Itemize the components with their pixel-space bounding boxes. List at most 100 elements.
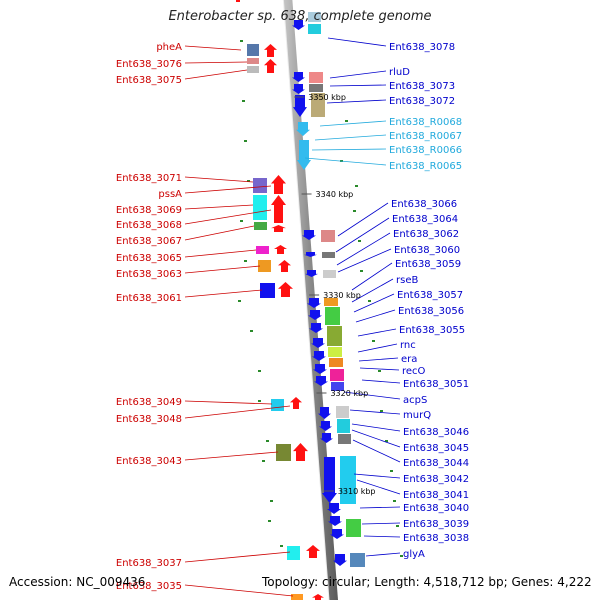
label-connector (351, 429, 401, 448)
gene-arrow-forward (333, 554, 347, 566)
gc-tick (393, 500, 396, 502)
gene-feature (254, 222, 267, 230)
label-connector (184, 265, 261, 274)
label-connector (184, 451, 279, 461)
label-connector (184, 551, 291, 563)
gene-arrow-reverse (271, 225, 286, 232)
gc-tick (378, 370, 381, 372)
label-connector (329, 70, 387, 79)
gene-label-ent638_3078: Ent638_3078 (389, 42, 455, 53)
backbone-highlight (282, 0, 330, 600)
map-title: Enterobacter sp. 638, complete genome (168, 9, 432, 24)
gene-label-rnc: rnc (400, 340, 416, 351)
label-connector (355, 309, 396, 323)
label-connector (184, 405, 291, 419)
gene-label-ent638_3060: Ent638_3060 (394, 245, 460, 256)
label-connector (353, 473, 401, 479)
label-connector (314, 134, 387, 141)
label-connector (349, 409, 401, 415)
label-connector (356, 479, 401, 495)
gc-tick (358, 240, 361, 242)
gene-arrow-forward (307, 298, 321, 308)
gene-label-ent638_3046: Ent638_3046 (403, 427, 469, 438)
label-connector (357, 328, 397, 337)
gene-label-ent638_3071: Ent638_3071 (116, 173, 182, 184)
label-connector (329, 84, 387, 87)
label-connector (337, 248, 392, 273)
gene-arrow-forward (330, 529, 344, 539)
gene-feature (323, 270, 336, 278)
gc-tick (353, 210, 356, 212)
gene-label-ent638_3075: Ent638_3075 (116, 75, 182, 86)
gene-feature (247, 58, 259, 64)
gene-arrow-reverse (312, 594, 324, 600)
gene-arrow-forward (311, 338, 325, 348)
gene-label-ent638_3043: Ent638_3043 (116, 456, 182, 467)
label-connector (336, 232, 391, 266)
label-connector (184, 209, 272, 225)
gene-arrow-forward (296, 122, 310, 136)
gene-label-ent638_3041: Ent638_3041 (403, 490, 469, 501)
gene-feature (346, 519, 361, 537)
gene-feature (276, 444, 291, 461)
gc-tick (345, 120, 348, 122)
gene-feature (329, 358, 343, 367)
forward-strand-labels: Ent638_3078rluDEnt638_3073Ent638_3072Ent… (389, 42, 469, 560)
gene-feature (311, 93, 325, 117)
gene-feature (325, 307, 340, 325)
gene-label-ent638_3073: Ent638_3073 (389, 81, 455, 92)
gene-feature (258, 260, 271, 272)
gene-label-ent638_3066: Ent638_3066 (391, 199, 457, 210)
label-connector (337, 202, 389, 237)
gene-arrow-forward (327, 503, 341, 514)
label-connector (361, 522, 401, 525)
gene-feature (331, 382, 344, 391)
gc-skew-ticks (238, 40, 403, 557)
label-connector (353, 293, 395, 313)
gc-tick (247, 180, 250, 182)
accession-text: Accession: NC_009436 (9, 575, 146, 589)
gene-arrow-reverse (293, 443, 308, 461)
label-connector (304, 157, 387, 166)
label-connector (351, 278, 394, 303)
gene-feature (271, 399, 284, 411)
genome-summary: Topology: circular; Length: 4,518,712 bp… (262, 575, 592, 589)
gene-label-ent638_r0066: Ent638_R0066 (389, 145, 462, 156)
gene-label-ent638_3063: Ent638_3063 (116, 269, 182, 280)
gene-arrow-reverse (306, 545, 320, 558)
gene-feature (309, 84, 323, 92)
gene-feature (291, 594, 303, 600)
gene-arrow-reverse (264, 44, 277, 57)
label-connector (184, 400, 273, 405)
gene-feature (328, 347, 342, 357)
gene-label-ent638_3062: Ent638_3062 (393, 229, 459, 240)
gc-tick (258, 370, 261, 372)
label-connector (184, 204, 254, 210)
kbp-label: 3320 kbp (330, 389, 368, 398)
gene-feature (350, 553, 365, 567)
gene-label-ent638_3065: Ent638_3065 (116, 253, 182, 264)
label-connector (184, 249, 257, 258)
label-connector (343, 391, 401, 400)
gene-label-ent638_3061: Ent638_3061 (116, 293, 182, 304)
gene-arrow-reverse (278, 260, 291, 272)
gene-arrow-reverse (290, 397, 302, 409)
gene-arrow-forward (314, 376, 328, 386)
gc-tick (258, 400, 261, 402)
gene-feature (287, 546, 300, 560)
gc-tick (360, 270, 363, 272)
gene-label-ent638_3069: Ent638_3069 (116, 205, 182, 216)
gene-label-rlud: rluD (389, 67, 410, 78)
gene-feature (321, 230, 335, 242)
gc-tick (266, 440, 269, 442)
label-connector (365, 552, 401, 557)
kbp-label: 3330 kbp (323, 291, 361, 300)
gene-feature (336, 406, 349, 418)
gene-label-ent638_3068: Ent638_3068 (116, 220, 182, 231)
label-connector (358, 357, 399, 362)
gene-arrow-forward (319, 421, 332, 431)
gene-label-acps: acpS (403, 395, 427, 406)
gene-arrow-reverse (278, 282, 293, 297)
